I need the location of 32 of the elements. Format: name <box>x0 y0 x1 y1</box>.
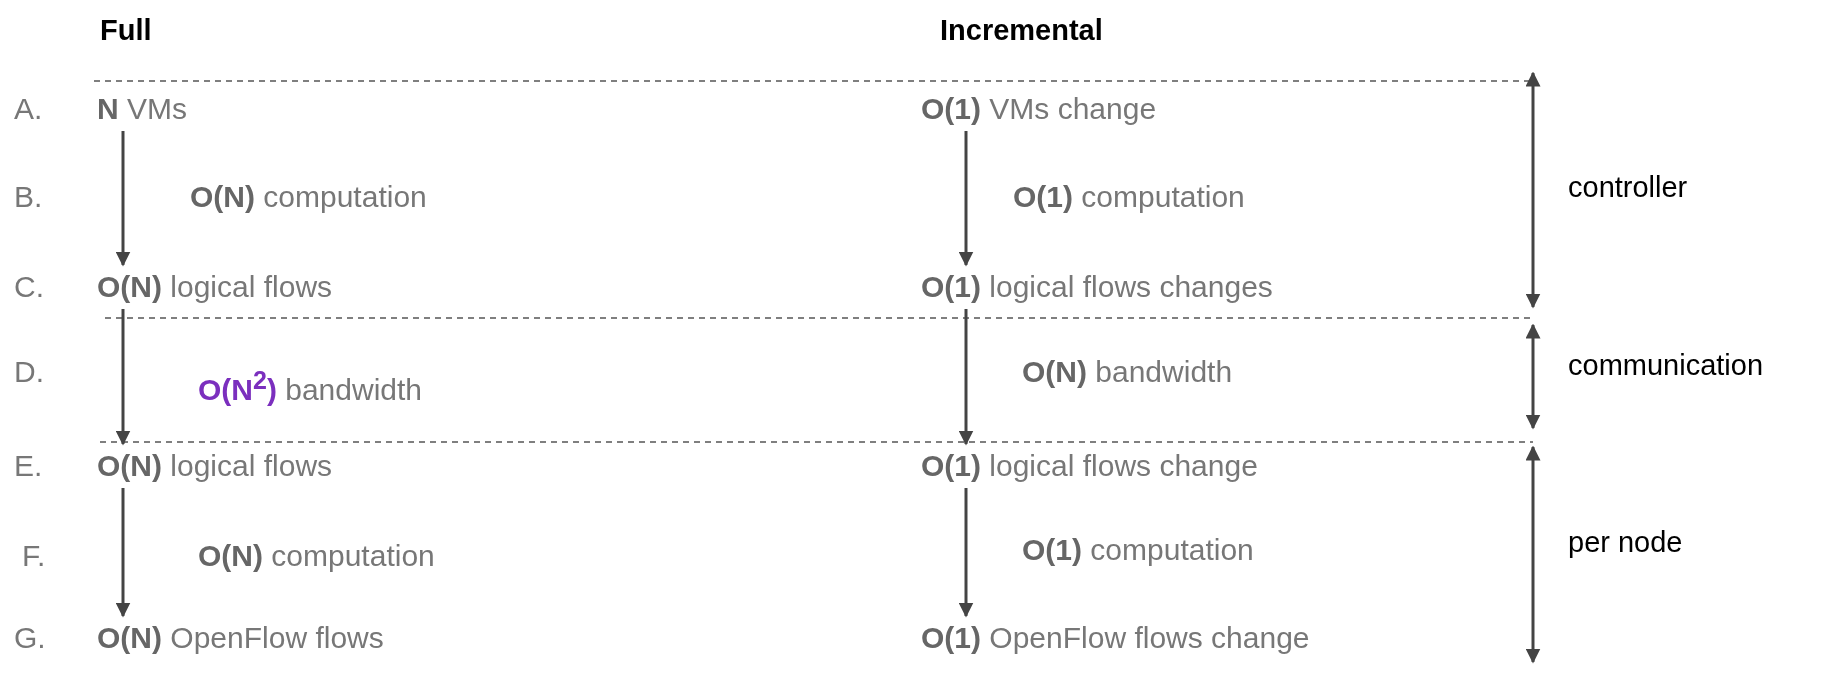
edge-label: O(N) computation <box>198 538 435 574</box>
flow-count-text: O(1) logical flows changes <box>921 269 1273 305</box>
arrow <box>115 488 131 618</box>
flow-count-text: O(N) logical flows <box>97 448 333 484</box>
row-letter: D. <box>14 354 44 390</box>
row-letter: G. <box>14 620 46 656</box>
row-letter: A. <box>14 91 43 127</box>
section-label: controller <box>1568 170 1688 205</box>
section-label: communication <box>1568 348 1764 383</box>
section-label: per node <box>1568 525 1683 560</box>
row-letter: B. <box>14 179 43 215</box>
row-letter: E. <box>14 448 43 484</box>
column-heading: Incremental <box>940 13 1103 48</box>
edge-label: O(1) computation <box>1022 532 1254 568</box>
flow-count-text: O(N) logical flows <box>97 269 333 305</box>
row-letter: F. <box>22 538 46 574</box>
edge-label: O(N) computation <box>190 179 427 215</box>
flow-count-text: O(1) OpenFlow flows change <box>921 620 1310 656</box>
arrow <box>115 309 131 446</box>
arrow <box>958 309 974 446</box>
edge-label: O(1) computation <box>1013 179 1245 215</box>
edge-label: O(N$^{2}$) bandwidth <box>198 365 422 408</box>
arrow <box>115 131 131 267</box>
flow-count-text: O(1) logical flows change <box>921 448 1258 484</box>
flow-count-text: O(N) OpenFlow flows <box>97 620 384 656</box>
edge-label: O(N) bandwidth <box>1022 354 1233 390</box>
flow-count-text: O(1) VMs change <box>921 91 1157 127</box>
arrow <box>958 131 974 267</box>
row-letter: C. <box>14 269 44 305</box>
arrow <box>958 488 974 618</box>
column-heading: Full <box>100 13 152 48</box>
flow-count-text: N VMs <box>97 91 187 127</box>
